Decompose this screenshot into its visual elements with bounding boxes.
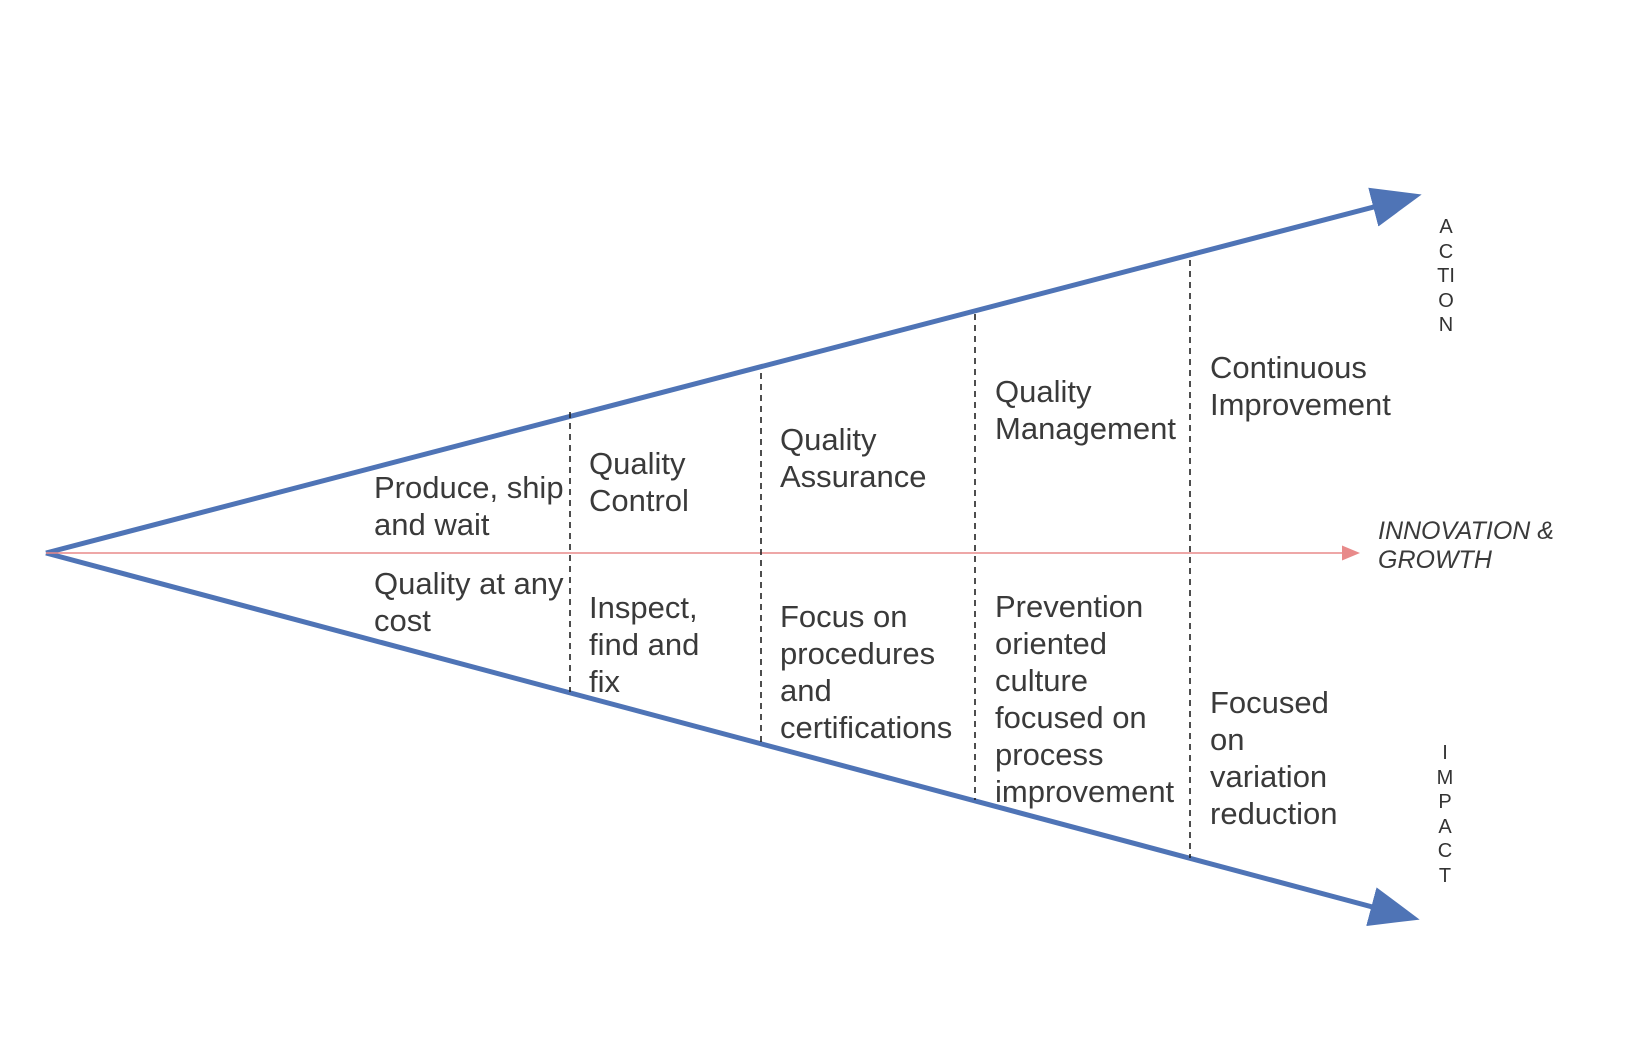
- stage-1-action-label: Produce, ship and wait: [374, 470, 564, 542]
- stage-5-action-label: Continuous Improvement: [1210, 350, 1391, 422]
- stage-2-action-label: Quality Control: [589, 446, 689, 518]
- impact-side-label: IMPACT: [1436, 742, 1454, 887]
- stage-5-impact-label: Focused on variation reduction: [1210, 685, 1338, 831]
- stage-4-action-label: Quality Management: [995, 374, 1176, 446]
- innovation-growth-label: INNOVATION & GROWTH: [1378, 517, 1554, 574]
- action-arrow: [45, 187, 1422, 556]
- impact-arrow: [45, 550, 1420, 927]
- stage-1-impact-label: Quality at any cost: [374, 566, 564, 638]
- stage-3-action-label: Quality Assurance: [780, 422, 927, 494]
- stage-2-impact-label: Inspect, find and fix: [589, 590, 700, 699]
- stage-4-impact-label: Prevention oriented culture focused on p…: [995, 589, 1175, 809]
- action-side-label: ACTION: [1437, 216, 1455, 336]
- stage-3-impact-label: Focus on procedures and certifications: [780, 599, 953, 745]
